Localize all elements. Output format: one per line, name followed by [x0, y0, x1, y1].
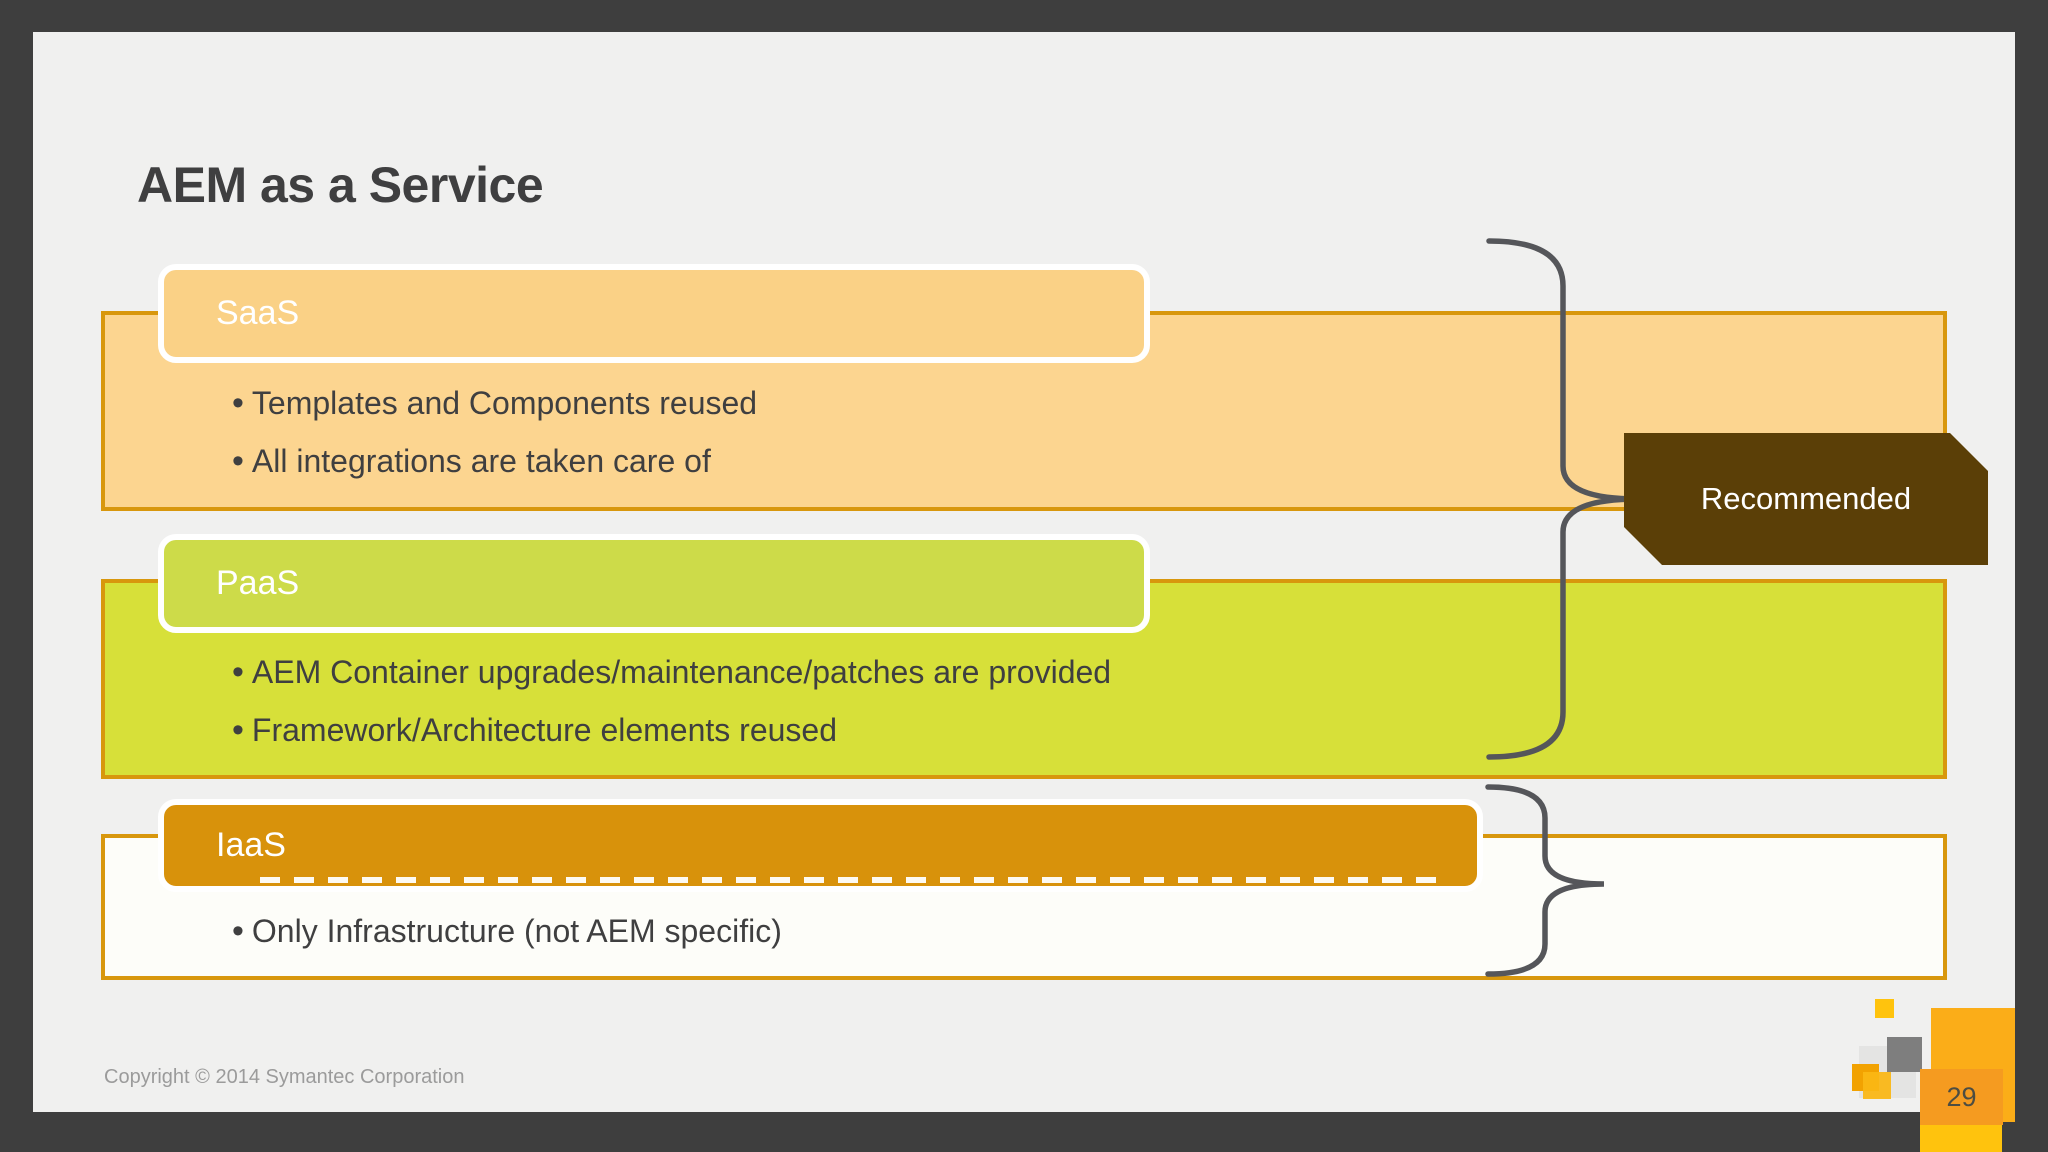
decor-square — [1887, 1037, 1922, 1072]
bullet-text: All integrations are taken care of — [251, 443, 711, 479]
copyright-text: Copyright © 2014 Symantec Corporation — [104, 1066, 465, 1088]
page-title: AEM as a Service — [137, 157, 544, 213]
saas-label: SaaS — [216, 294, 300, 332]
paas-bullets: • AEM Container upgrades/maintenance/pat… — [232, 653, 1572, 769]
list-item: • Only Infrastructure (not AEM specific) — [232, 912, 1572, 956]
decor-square — [1920, 1125, 2002, 1152]
list-item: • Framework/Architecture elements reused — [232, 711, 1572, 755]
dashed-divider — [260, 877, 1450, 883]
list-item: • AEM Container upgrades/maintenance/pat… — [232, 653, 1572, 697]
bullet-text: Templates and Components reused — [251, 385, 758, 421]
bullet-icon: • — [232, 912, 244, 950]
page-number: 29 — [1946, 1081, 1977, 1112]
bullet-icon: • — [232, 711, 244, 749]
list-item: • Templates and Components reused — [232, 384, 1572, 428]
bullet-text: AEM Container upgrades/maintenance/patch… — [251, 654, 1112, 690]
bullet-text: Only Infrastructure (not AEM specific) — [251, 913, 782, 949]
bullet-text: Framework/Architecture elements reused — [251, 712, 838, 748]
page-number-badge: 29 — [1920, 1069, 2003, 1125]
paas-label: PaaS — [216, 564, 300, 602]
decor-square — [1875, 999, 1894, 1018]
list-item: • All integrations are taken care of — [232, 442, 1572, 486]
bullet-icon: • — [232, 384, 244, 422]
bullet-icon: • — [232, 442, 244, 480]
iaas-label: IaaS — [216, 826, 286, 864]
saas-bullets: • Templates and Components reused • All … — [232, 384, 1572, 500]
recommended-label: Recommended — [1700, 481, 1912, 516]
iaas-header-box: IaaS — [158, 799, 1483, 892]
recommended-callout: Recommended — [1624, 433, 1988, 565]
bullet-icon: • — [232, 653, 244, 691]
saas-header-box: SaaS — [158, 264, 1150, 363]
iaas-bullets: • Only Infrastructure (not AEM specific) — [232, 912, 1572, 970]
paas-header-box: PaaS — [158, 534, 1150, 633]
decor-square — [1863, 1072, 1891, 1099]
